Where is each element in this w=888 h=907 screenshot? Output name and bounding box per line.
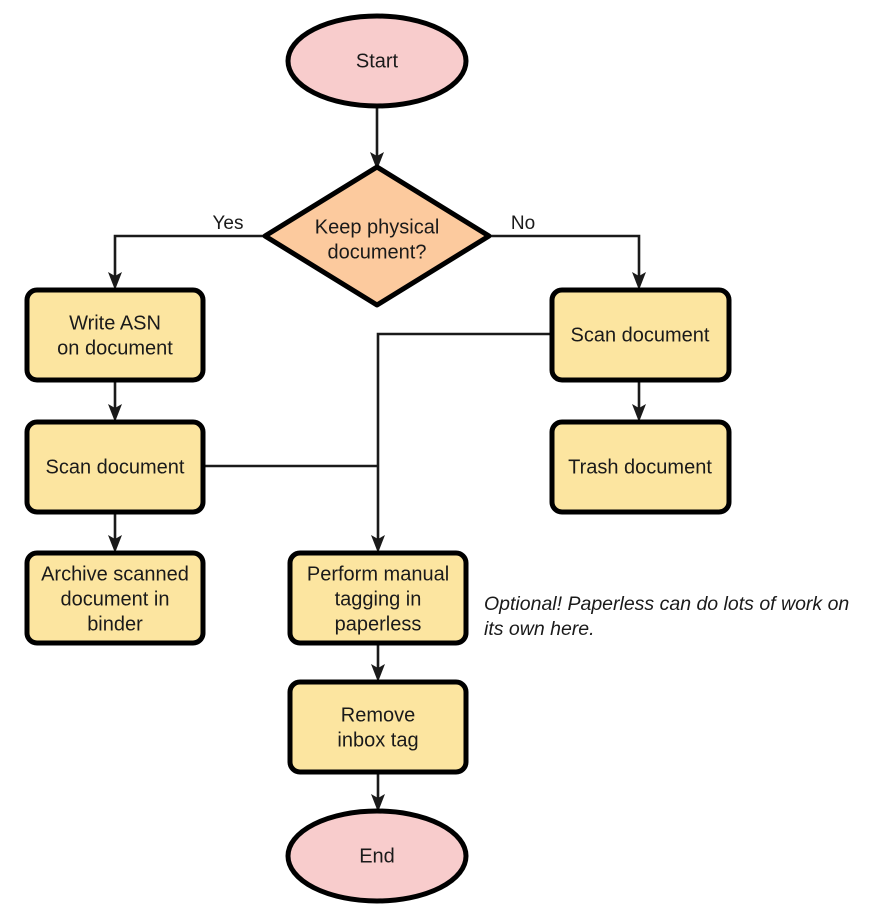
- node-archive-label-line3: binder: [87, 613, 143, 635]
- edge-scan-document-right-to-manual-tagging: [371, 332, 552, 553]
- start-ellipse[interactable]: [285, 13, 469, 109]
- process-box[interactable]: [549, 287, 732, 383]
- node-trash-document[interactable]: Trash document: [549, 419, 732, 515]
- node-trash-document-label: Trash document: [568, 456, 712, 478]
- arrow-head-icon: [108, 272, 122, 290]
- edge-label-yes: Yes: [213, 213, 244, 234]
- node-perform-manual-tagging-in-paperless[interactable]: Perform manual tagging in paperless: [287, 550, 469, 646]
- edge-decision-yes-to-write-asn: [108, 234, 265, 290]
- node-remove-inbox-tag-label-line2: inbox tag: [337, 729, 418, 751]
- process-box[interactable]: [24, 550, 206, 646]
- process-box[interactable]: [24, 287, 206, 383]
- node-manual-tagging-label-line3: paperless: [335, 613, 422, 635]
- node-scan-document-right-label: Scan document: [571, 324, 710, 346]
- optional-note: Optional! Paperless can do lots of work …: [484, 593, 849, 640]
- node-end-label: End: [359, 845, 395, 867]
- node-scan-document-right[interactable]: Scan document: [549, 287, 732, 383]
- node-scan-document-left[interactable]: Scan document: [24, 419, 206, 515]
- end-ellipse[interactable]: [285, 808, 469, 904]
- optional-note-line2: its own here.: [484, 618, 595, 640]
- node-keep-physical-document-label-line1: Keep physical: [315, 216, 440, 238]
- edge-write-asn-to-scan-document-left: [108, 380, 122, 422]
- edge-line: [490, 234, 641, 281]
- node-start-label: Start: [356, 50, 399, 72]
- arrow-head-icon: [370, 152, 384, 170]
- node-scan-document-left-label: Scan document: [46, 456, 185, 478]
- arrow-head-icon: [108, 535, 122, 553]
- process-box[interactable]: [24, 419, 206, 515]
- edge-line: [113, 234, 265, 281]
- node-write-asn-label-line2: on document: [57, 337, 173, 359]
- edges-layer: [108, 106, 646, 812]
- node-remove-inbox-tag-label-line1: Remove: [341, 704, 415, 726]
- node-keep-physical-document[interactable]: Keep physical document?: [262, 164, 492, 308]
- node-write-asn-on-document[interactable]: Write ASN on document: [24, 287, 206, 383]
- arrow-head-icon: [632, 272, 646, 290]
- process-box[interactable]: [549, 419, 732, 515]
- arrow-head-icon: [371, 664, 385, 682]
- node-start[interactable]: Start: [285, 13, 469, 109]
- node-manual-tagging-label-line2: tagging in: [335, 588, 422, 610]
- process-box[interactable]: [287, 550, 469, 646]
- edge-line: [376, 332, 552, 544]
- edge-start-to-decision: [370, 106, 384, 170]
- process-box[interactable]: [287, 679, 469, 775]
- edge-scan-document-left-to-archive: [108, 512, 122, 553]
- node-manual-tagging-label-line1: Perform manual: [307, 563, 449, 585]
- node-archive-label-line2: document in: [61, 588, 170, 610]
- edge-label-no: No: [511, 213, 535, 234]
- arrow-head-icon: [108, 404, 122, 422]
- optional-note-line1: Optional! Paperless can do lots of work …: [484, 593, 849, 615]
- arrow-head-icon: [371, 535, 385, 553]
- arrow-head-icon: [371, 794, 385, 812]
- edge-manual-tagging-to-remove-inbox-tag: [371, 643, 385, 682]
- edge-decision-no-to-scan-document-right: [490, 234, 646, 290]
- edge-remove-inbox-tag-to-end: [371, 772, 385, 812]
- decision-diamond[interactable]: [262, 164, 492, 308]
- node-remove-inbox-tag[interactable]: Remove inbox tag: [287, 679, 469, 775]
- edge-scan-document-right-to-trash: [632, 380, 646, 422]
- node-write-asn-label-line1: Write ASN: [69, 312, 161, 334]
- node-archive-scanned-document-in-binder[interactable]: Archive scanned document in binder: [24, 550, 206, 646]
- arrow-head-icon: [632, 404, 646, 422]
- node-end[interactable]: End: [285, 808, 469, 904]
- node-keep-physical-document-label-line2: document?: [328, 241, 427, 263]
- node-archive-label-line1: Archive scanned: [41, 563, 189, 585]
